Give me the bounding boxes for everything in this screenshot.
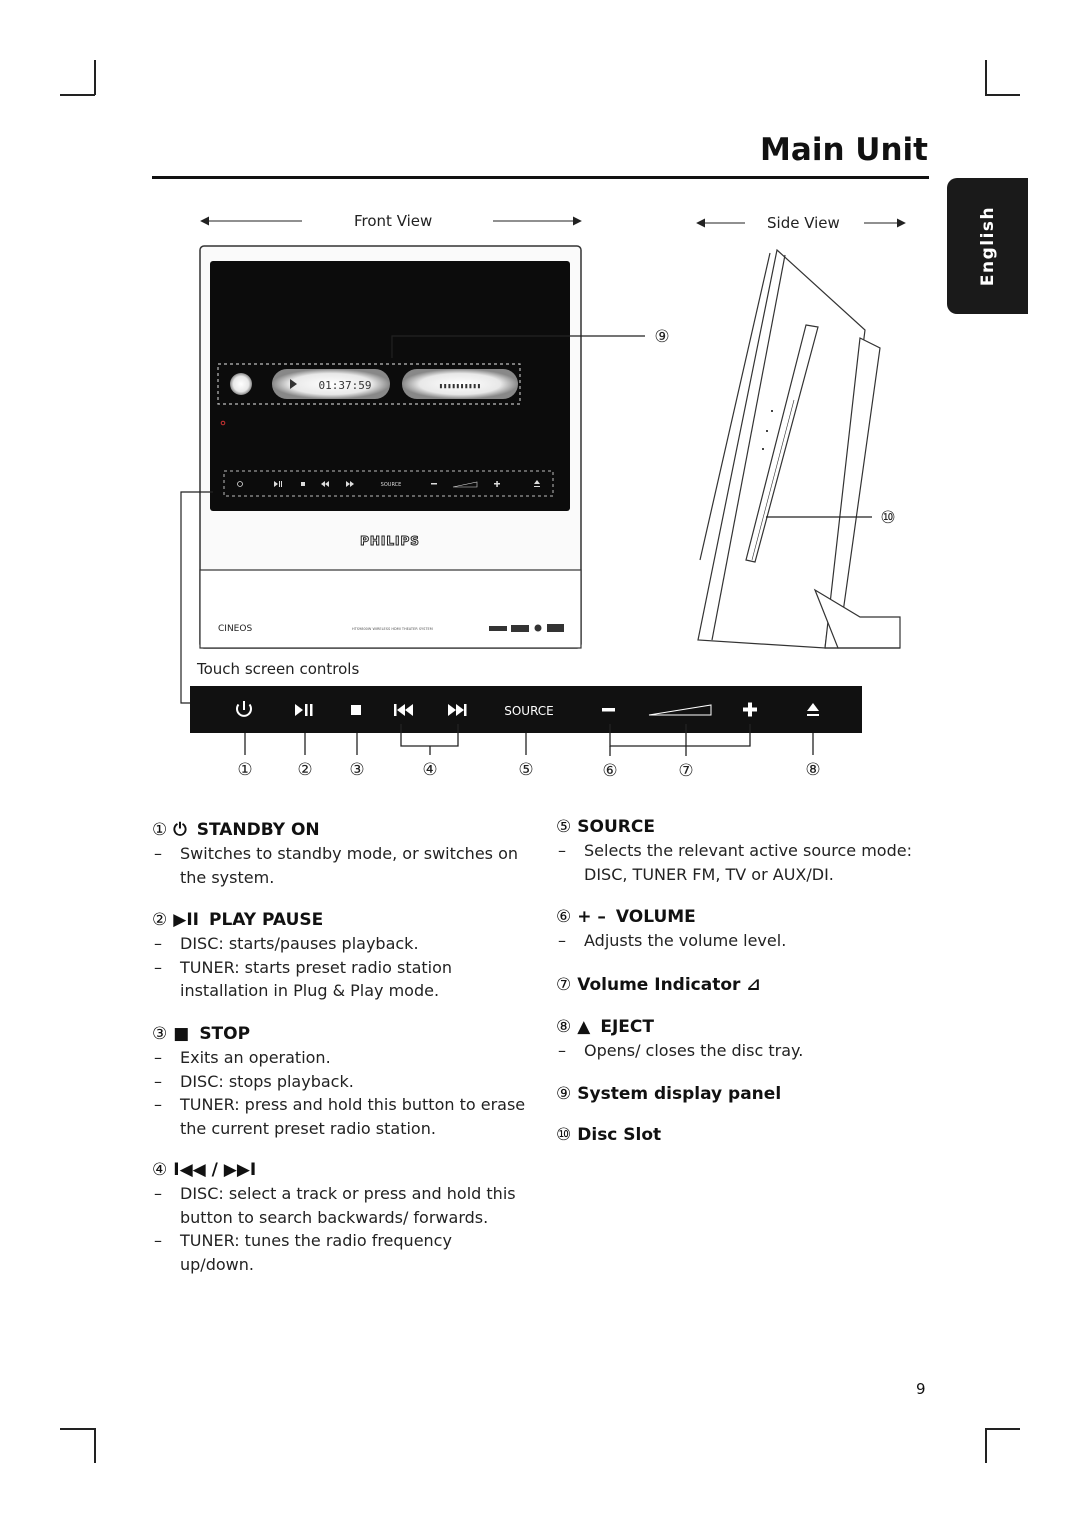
item-bullet: DISC: select a track or press and hold t…: [152, 1182, 530, 1229]
item-number: ⑩: [556, 1125, 572, 1145]
item-number: ⑦: [556, 975, 572, 995]
prev-next-icon: I◀◀ / ▶▶I: [173, 1160, 257, 1180]
crop-mark-bottom-right-v: [985, 1428, 987, 1463]
brand-logo: PHILIPS: [360, 534, 420, 548]
callout-line-9: [391, 335, 645, 358]
stop-icon: ■: [173, 1024, 190, 1044]
main-unit-diagram: 01:37:59 ▮▮▮▮▮▮▮▮▮▮ SOURCE PHILIPS CINEO…: [180, 216, 906, 781]
marker-7: ⑦: [678, 761, 693, 781]
item-bullet: Opens/ closes the disc tray.: [556, 1039, 928, 1063]
item-number: ①: [152, 820, 168, 840]
marker-3: ③: [349, 760, 364, 780]
crop-mark-top-left-h: [60, 94, 95, 96]
display-time: 01:37:59: [319, 379, 372, 392]
touch-control-strip: SOURCE: [190, 686, 862, 733]
item-heading: ⑧▲ EJECT: [556, 1015, 928, 1039]
item-number: ③: [152, 1024, 168, 1044]
marker-6: ⑥: [602, 761, 617, 781]
item-bullet: TUNER: starts preset radio station insta…: [152, 956, 500, 1003]
item-title: STANDBY ON: [196, 820, 320, 840]
page-number: 9: [916, 1380, 926, 1398]
item-bullet: Exits an operation.: [152, 1046, 524, 1070]
marker-8: ⑧: [805, 760, 820, 780]
item-title: VOLUME: [615, 907, 696, 927]
display-text: ▮▮▮▮▮▮▮▮▮▮: [439, 382, 481, 390]
volume-plus-minus-icon: + –: [577, 907, 606, 927]
item-eject: ⑧▲ EJECT Opens/ closes the disc tray.: [556, 1015, 928, 1063]
item-number: ⑨: [556, 1084, 572, 1104]
strip-source-small: SOURCE: [381, 482, 402, 488]
side-view-unit: [697, 248, 901, 649]
marker-1: ①: [237, 760, 252, 780]
marker-9: ⑨: [654, 327, 669, 347]
crop-mark-top-right-h: [985, 94, 1020, 96]
item-bullet: Selects the relevant active source mode:…: [556, 839, 929, 886]
page-title: Main Unit: [760, 132, 928, 168]
item-title: Disc Slot: [577, 1125, 662, 1145]
front-view-unit: 01:37:59 ▮▮▮▮▮▮▮▮▮▮ SOURCE PHILIPS CINEO…: [199, 245, 582, 649]
front-view-label: Front View: [354, 212, 433, 230]
item-number: ⑧: [556, 1017, 572, 1037]
item-volume: ⑥+ – VOLUME Adjusts the volume level.: [556, 905, 928, 953]
language-tab: English: [947, 178, 1028, 314]
item-stop: ③■ STOP Exits an operation. DISC: stops p…: [152, 1022, 525, 1140]
product-line-logo: CINEOS: [218, 624, 252, 634]
model-line-text: HTS9800W WIRELESS HDMI THEATER SYSTEM: [352, 627, 433, 631]
title-rule: [152, 176, 929, 179]
item-prev-next: ④I◀◀ / ▶▶I DISC: select a track or press…: [152, 1158, 524, 1276]
item-heading: ③■ STOP: [152, 1022, 524, 1046]
eject-icon: ▲: [577, 1017, 591, 1037]
item-play-pause: ②▶II PLAY PAUSE DISC: starts/pauses playb…: [152, 908, 524, 1003]
item-number: ④: [152, 1160, 168, 1180]
item-bullet: DISC: starts/pauses playback.: [152, 932, 524, 956]
marker-5: ⑤: [518, 760, 533, 780]
crop-mark-bottom-left-v: [94, 1428, 96, 1463]
item-title: System display panel: [577, 1084, 782, 1104]
strip-source-label: SOURCE: [504, 704, 554, 718]
item-bullet: Switches to standby mode, or switches on…: [152, 842, 524, 889]
play-pause-icon: ▶II: [173, 910, 199, 930]
crop-mark-bottom-left-h: [60, 1428, 95, 1430]
item-heading: ②▶II PLAY PAUSE: [152, 908, 524, 932]
item-title: EJECT: [600, 1017, 654, 1037]
marker-pointer-lines: [244, 724, 814, 756]
touch-screen-caption: Touch screen controls: [197, 660, 360, 678]
crop-mark-bottom-right-h: [985, 1428, 1020, 1430]
item-title: STOP: [199, 1024, 251, 1044]
item-number: ②: [152, 910, 168, 930]
item-title: SOURCE: [577, 817, 655, 837]
item-bullet: TUNER: tunes the radio frequency up/down…: [152, 1229, 500, 1276]
item-title: Volume Indicator ⊿: [577, 975, 761, 995]
marker-10: ⑩: [880, 508, 895, 528]
marker-2: ②: [297, 760, 312, 780]
certification-logos: [489, 624, 564, 632]
item-standby-on: ①⏻ STANDBY ON Switches to standby mode, o…: [152, 818, 524, 889]
power-icon: ⏻: [173, 820, 187, 840]
item-bullet: TUNER: press and hold this button to era…: [152, 1093, 530, 1140]
crop-mark-top-left-v: [94, 60, 96, 95]
item-title: PLAY PAUSE: [208, 910, 324, 930]
item-number: ⑥: [556, 907, 572, 927]
marker-4: ④: [422, 760, 437, 780]
item-heading: ⑥+ – VOLUME: [556, 905, 928, 929]
side-view-label: Side View: [767, 214, 840, 232]
crop-mark-top-right-v: [985, 60, 987, 95]
item-bullet: DISC: stops playback.: [152, 1070, 524, 1094]
item-number: ⑤: [556, 817, 572, 837]
item-heading: ①⏻ STANDBY ON: [152, 818, 524, 842]
item-bullet: Adjusts the volume level.: [556, 929, 928, 953]
